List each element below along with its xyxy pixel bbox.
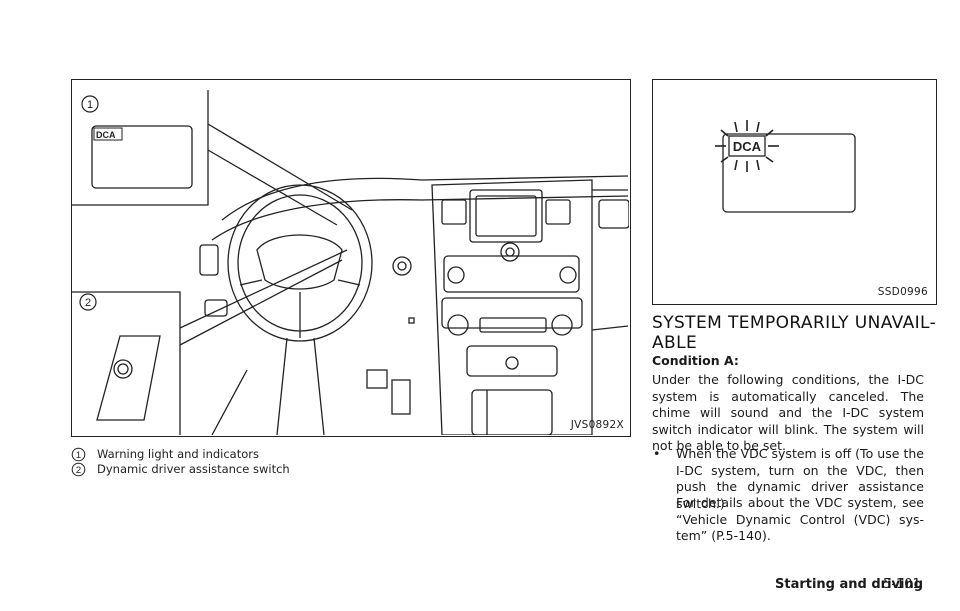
bullet-text: When the VDC system is off (To use the I… xyxy=(676,446,924,511)
dca-switch-icon xyxy=(113,359,133,379)
switch-panel xyxy=(96,335,161,421)
bullet-marker: • xyxy=(653,446,661,461)
warning-display-panel xyxy=(91,125,193,189)
navigation-screen xyxy=(469,189,543,243)
inset-2-frame xyxy=(72,291,181,435)
details-reference: For details about the VDC system, see “V… xyxy=(676,495,924,543)
figure-code: JVS0892X xyxy=(570,419,624,431)
page-number: 5-101 xyxy=(883,577,921,592)
blink-rays-icon xyxy=(715,120,779,172)
meter-display-panel xyxy=(722,133,856,213)
legend-text: Warning light and indicators xyxy=(97,447,259,461)
dashboard-drawing: 1 2 DCA xyxy=(72,90,629,435)
callout-1-badge: 1 xyxy=(81,95,99,113)
body-paragraph: Under the following conditions, the I-DC… xyxy=(652,372,924,453)
dca-warning-label: DCA xyxy=(96,130,116,140)
callout-2-badge: 2 xyxy=(79,293,97,311)
condition-label: Condition A: xyxy=(652,353,739,368)
dashboard-illustration: 1 2 DCA JVS0892X xyxy=(71,79,631,437)
section-heading: SYSTEM TEMPORARILY UNAVAIL-ABLE xyxy=(652,313,937,353)
dca-indicator-box xyxy=(728,135,766,157)
callout-2-number: 2 xyxy=(85,297,91,309)
indicator-drawing: DCA xyxy=(715,120,856,213)
dca-indicator-illustration: DCA SSD0996 xyxy=(652,79,937,305)
legend-text: Dynamic driver assistance switch xyxy=(97,462,290,476)
callout-1-number: 1 xyxy=(87,99,93,111)
steering-wheel xyxy=(227,184,373,342)
dca-indicator-label: DCA xyxy=(733,139,762,154)
figure-code: SSD0996 xyxy=(877,286,928,298)
inset-1-frame xyxy=(72,90,209,206)
svg-text:1: 1 xyxy=(76,450,81,461)
legend-number-badge: 1 xyxy=(71,447,86,462)
center-stack xyxy=(431,179,593,435)
legend-number-badge: 2 xyxy=(71,462,86,477)
footer-section-title: Starting and driving xyxy=(775,577,924,592)
svg-text:2: 2 xyxy=(76,465,81,476)
